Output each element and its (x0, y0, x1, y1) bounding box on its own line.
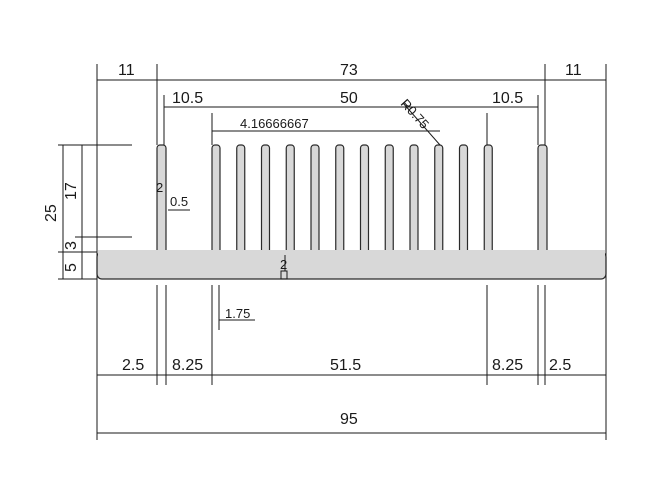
dim-fin-tip-gap: 0.5 (170, 194, 188, 209)
fin-inner (310, 144, 320, 256)
fin-inner (236, 144, 246, 256)
base-plate (96, 251, 607, 280)
dim-fin-thickness: 2 (156, 180, 163, 195)
heatsink-profile (96, 144, 607, 280)
dim-center-span: 51.5 (330, 357, 361, 374)
dim-fin-pitch: 4.16666667 (240, 116, 309, 131)
fin-inner (285, 144, 295, 256)
fin-inner (409, 144, 419, 256)
dim-overall-width: 95 (340, 411, 358, 428)
dim-overall-height: 25 (43, 204, 60, 222)
dim-left-offset: 10.5 (172, 90, 203, 107)
dim-overall-top: 73 (340, 62, 358, 79)
fin-inner (384, 144, 394, 256)
fin-outer-left (156, 144, 167, 256)
dim-base-height: 5 (63, 263, 80, 272)
dim-fin-step: 1.75 (225, 306, 250, 321)
extension-lines (58, 64, 607, 440)
fin-inner (434, 144, 444, 256)
dim-base-fin-thickness: 2 (280, 257, 287, 272)
fin-inner (483, 144, 493, 256)
fin-inner (211, 144, 221, 256)
fin-group (98, 144, 605, 256)
dim-fin-span: 50 (340, 90, 358, 107)
dim-right-offset: 10.5 (492, 90, 523, 107)
dim-fin-height: 17 (63, 182, 80, 200)
dim-right-edge: 2.5 (549, 357, 571, 374)
dim-left-gap: 8.25 (172, 357, 203, 374)
fin-inner (359, 144, 370, 256)
fin-inner (335, 144, 345, 256)
dim-right-margin: 11 (565, 62, 582, 79)
dimension-lines (62, 79, 606, 434)
dim-fillet-zone: 3 (63, 241, 80, 250)
dim-left-margin: 11 (118, 62, 135, 79)
fin-inner (458, 144, 469, 256)
base-fin-joint (98, 250, 605, 256)
dimension-labels: 11 73 11 10.5 50 10.5 4.16666667 R0.75 2… (43, 62, 582, 428)
base-fin-marker (280, 270, 288, 280)
dim-right-gap: 8.25 (492, 357, 523, 374)
fin-inner (260, 144, 271, 256)
dim-fin-radius: R0.75 (398, 96, 432, 132)
fin-outer-right (537, 144, 548, 256)
dim-left-edge: 2.5 (122, 357, 144, 374)
